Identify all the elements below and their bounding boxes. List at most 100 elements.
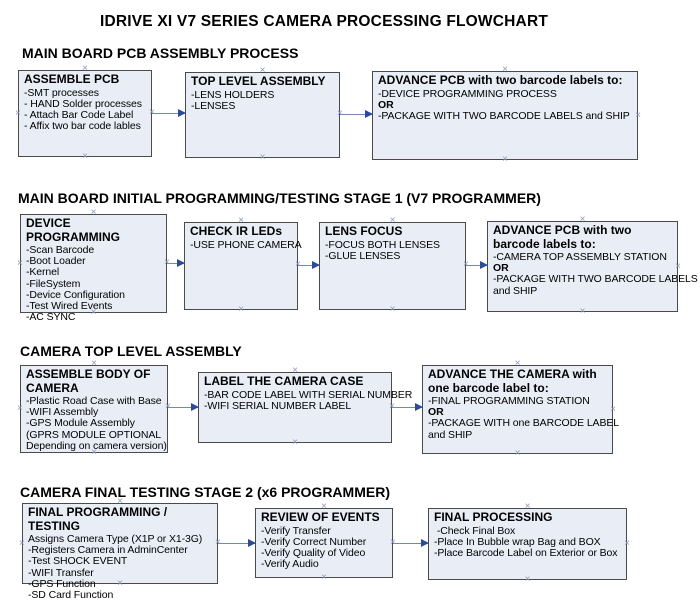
box-line: -BAR CODE LABEL WITH SERIAL NUMBER [204,388,413,401]
page-title: IDRIVE XI V7 SERIES CAMERA PROCESSING FL… [99,13,549,30]
box-line: -LENS HOLDERS [191,88,275,101]
box-line: -FINAL PROGRAMMING STATION [428,395,590,407]
arrowhead-icon [191,402,199,411]
connection-point-icon [610,405,616,415]
flow-box-device-programming: DEVICE PROGRAMMING -Scan Barcode-Boot Lo… [17,214,167,323]
box-line: and SHIP [493,284,538,297]
box-title: ADVANCE PCB with two barcode labels to: [493,223,632,251]
box-line: -Registers Camera in AdminCenter [28,544,188,557]
connection-point-icon [295,260,301,270]
connector-arrow [392,402,423,411]
box-line: -LENSES [191,99,236,112]
box-title: ADVANCE PCB with two barcode labels to: [378,73,623,87]
box-lines: -Plastic Road Case with Base-WIFI Assemb… [26,395,167,452]
box-line: -SD Card Function [28,589,114,602]
box-line: Assigns Camera Type (X1P or X1-3G) [28,533,203,545]
box-line: -Place In Bubble wrap Bag and BOX [434,535,601,548]
box-title: FINAL PROCESSING [434,510,553,524]
box-line: -PACKAGE WITH TWO BARCODE LABELS and SHI… [378,109,630,122]
connector-arrow [298,260,320,269]
connection-point-icon [164,258,170,268]
box-line: -GPS Function [28,577,96,590]
box-title: FINAL PROGRAMMING / TESTING [28,505,168,533]
connection-point-icon [215,538,221,548]
connection-point-icon [149,108,155,118]
flow-box-advance-camera: ADVANCE THE CAMERA with one barcode labe… [422,365,620,454]
arrowhead-icon [178,108,186,117]
arrowhead-icon [248,538,256,547]
box-line: -WIFI Assembly [26,406,99,419]
box-line: - Attach Bar Code Label [24,108,134,121]
box-line: -GLUE LENSES [325,249,401,262]
connection-point-icon [675,262,681,272]
box-line: -GPS Module Assembly [26,417,135,430]
box-lines: -Scan Barcode-Boot Loader-Kernel-FileSys… [26,244,161,324]
flow-box-assemble-body: ASSEMBLE BODY OF CAMERA -Plastic Road Ca… [20,365,168,453]
box-lines: -SMT processes- HAND Solder processes- A… [24,86,146,133]
arrowhead-icon [177,258,185,267]
box-line: -DEVICE PROGRAMMING PROCESS [378,87,557,100]
box-lines: -Verify Transfer-Verify Correct Number-V… [261,525,387,571]
box-line: -SMT processes [24,86,99,99]
box-line: -Scan Barcode [26,244,95,256]
connection-point-icon [389,402,395,412]
section-heading-top-level-assembly: CAMERA TOP LEVEL ASSEMBLY [20,343,242,359]
box-line: - HAND Solder processes [24,97,142,110]
connection-point-icon [463,260,469,270]
box-line: -Place Barcode Label on Exterior or Box [434,546,618,559]
flow-box-final-programming-testing: FINAL PROGRAMMING / TESTING Assigns Came… [19,503,218,601]
box-line: -PACKAGE WITH one BARCODE LABEL [428,417,620,430]
box-title: LENS FOCUS [325,224,403,238]
connection-point-icon [624,539,630,549]
box-line: -Kernel [26,266,60,279]
connector-arrow [218,538,256,547]
box-line: OR [493,262,509,275]
arrowhead-icon [365,109,373,118]
box-line: -Test Wired Events [26,300,113,313]
box-title: REVIEW OF EVENTS [261,510,380,524]
box-lines: -USE PHONE CAMERA [190,239,302,251]
connection-point-icon [17,259,23,269]
box-line: OR [378,98,394,111]
box-line: -FileSystem [26,277,81,290]
flow-box-advance-pcb-stage1: ADVANCE PCB with two barcode labels to: … [487,221,698,312]
connection-point-icon [15,109,21,119]
box-line: -AC SYNC [26,311,76,324]
box-line: -PACKAGE WITH TWO BARCODE LABELS [493,273,698,286]
arrowhead-icon [415,402,423,411]
connector-arrow [168,402,199,411]
box-line: -WIFI Transfer [28,566,94,579]
flow-box-top-level-assembly: TOP LEVEL ASSEMBLY -LENS HOLDERS-LENSES [185,72,340,158]
connection-point-icon [390,538,396,548]
box-line: (GPRS MODULE OPTIONAL [26,428,162,441]
box-line: and SHIP [428,428,473,441]
box-title: TOP LEVEL ASSEMBLY [191,74,326,88]
connection-point-icon [337,109,343,119]
box-lines: -BAR CODE LABEL WITH SERIAL NUMBER-WIFI … [204,388,413,412]
connection-point-icon [19,539,25,549]
box-line: OR [428,406,444,419]
box-line: -Verify Quality of Video [261,546,366,559]
section-heading-pcb-assembly: MAIN BOARD PCB ASSEMBLY PROCESS [22,45,299,61]
connector-arrow [167,258,185,267]
arrowhead-icon [480,260,488,269]
box-line: -Check Final Box [434,524,516,537]
connector-arrow [466,260,488,269]
box-line: -Plastic Road Case with Base [26,395,162,407]
section-heading-final-testing-stage2: CAMERA FINAL TESTING STAGE 2 (x6 PROGRAM… [20,484,390,500]
flow-box-label-camera-case: LABEL THE CAMERA CASE -BAR CODE LABEL WI… [198,372,413,443]
box-line: -WIFI SERIAL NUMBER LABEL [204,399,352,412]
box-lines: -LENS HOLDERS-LENSES [191,88,334,112]
flow-box-review-of-events: REVIEW OF EVENTS -Verify Transfer-Verify… [255,508,393,578]
box-line: -Test SHOCK EVENT [28,555,128,568]
connection-point-icon [635,111,641,121]
arrowhead-icon [421,538,429,547]
box-title: DEVICE PROGRAMMING [26,216,120,244]
box-line: -CAMERA TOP ASSEMBLY STATION [493,251,667,263]
connector-arrow [152,108,186,117]
box-lines: Assigns Camera Type (X1P or X1-3G)-Regis… [28,533,212,602]
